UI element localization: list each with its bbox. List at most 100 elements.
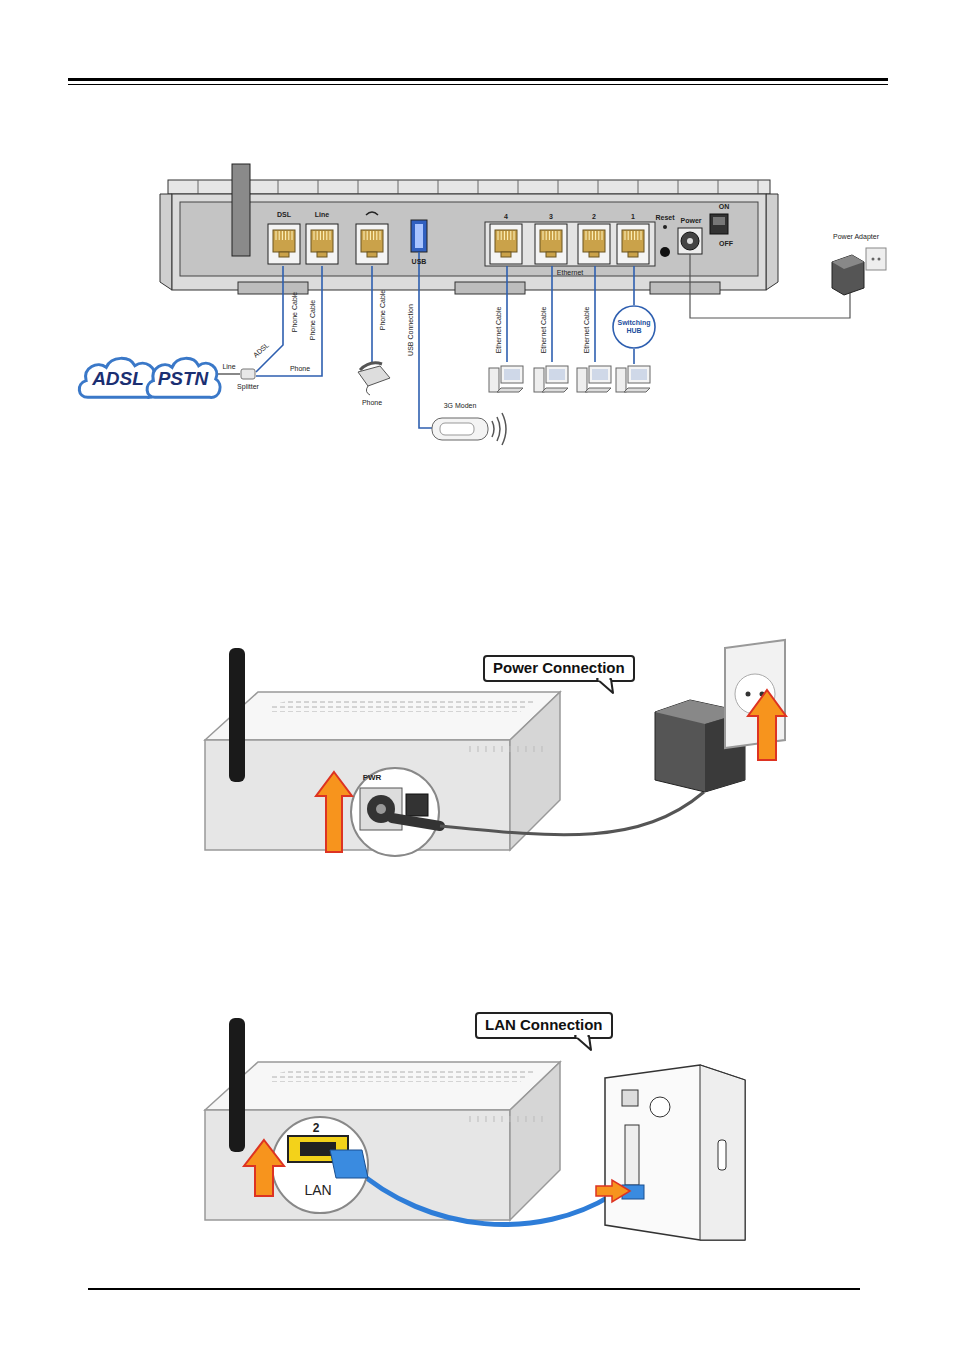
port-pin	[543, 231, 544, 240]
router-vent	[502, 746, 503, 752]
port-pin	[641, 231, 642, 240]
callout-pointer	[597, 680, 615, 695]
rj-port	[617, 224, 649, 264]
part-label: Reset	[655, 214, 674, 221]
router-vent	[510, 1116, 511, 1122]
port-pin	[507, 231, 508, 240]
port-pin	[631, 231, 632, 240]
port-pin	[637, 231, 638, 240]
part-label: LAN	[304, 1183, 331, 1197]
port-pin	[314, 231, 315, 240]
port-pin	[586, 231, 587, 240]
part-label: Ethernet Cable	[583, 307, 590, 354]
rj-port	[306, 224, 338, 264]
rj-port	[490, 224, 522, 264]
router-vent	[486, 746, 487, 752]
part-label: ADSL	[252, 341, 270, 358]
router-side	[510, 692, 560, 850]
port-pin	[625, 231, 626, 240]
pc-keyboard	[624, 388, 650, 392]
power-cable	[690, 254, 850, 318]
part-label: 2	[592, 213, 596, 220]
port-latch	[279, 252, 289, 257]
port-pin	[330, 231, 331, 240]
callout-pointer	[598, 677, 609, 681]
rj-port	[268, 224, 300, 264]
part-label: Phone Cable	[309, 300, 316, 340]
port-pin	[598, 231, 599, 240]
port-pin	[498, 231, 499, 240]
port-pin	[376, 231, 377, 240]
node-text: Splitter	[237, 383, 259, 391]
pc-tower	[534, 368, 544, 392]
router-vent	[534, 746, 535, 752]
port-pin	[279, 231, 280, 240]
port-pin	[364, 231, 365, 240]
switching-hub: Switching HUB	[612, 305, 656, 349]
callout-box: LAN Connection	[475, 1012, 613, 1039]
node-text: ADSL	[92, 369, 144, 390]
port-pin	[595, 231, 596, 240]
rj-port-socket	[273, 230, 295, 252]
port-latch	[501, 252, 511, 257]
port-pin	[367, 231, 368, 240]
port-pin	[370, 231, 371, 240]
rj-port-socket	[540, 230, 562, 252]
router-vent	[542, 746, 543, 752]
part-label: Phone Cable	[379, 290, 386, 330]
cables	[256, 252, 634, 428]
port-pin	[628, 231, 629, 240]
port-latch	[546, 252, 556, 257]
part-label: DSL	[277, 211, 291, 218]
pc-tower	[489, 368, 499, 392]
port-pin	[504, 231, 505, 240]
router-rear-panel	[160, 164, 778, 294]
antenna	[229, 648, 245, 782]
part-label: Ethernet Cable	[540, 307, 547, 354]
port-pin	[549, 231, 550, 240]
router-vent	[494, 1116, 495, 1122]
pc-tower	[577, 368, 587, 392]
part-label: Phone Cable	[291, 292, 298, 332]
splitter-body	[240, 368, 256, 380]
part-label: 4	[504, 213, 508, 220]
part-label: 2	[313, 1122, 320, 1134]
3g-modem	[432, 413, 506, 445]
connector	[218, 374, 240, 375]
lan-connection-art	[244, 1065, 745, 1240]
part-label: 3	[549, 213, 553, 220]
port-pin	[602, 231, 603, 240]
router-vent	[502, 1116, 503, 1122]
rj-port	[356, 224, 388, 264]
power-adapter	[832, 248, 886, 295]
port-latch	[367, 252, 377, 257]
node-text: LAN Connection	[485, 1017, 603, 1034]
port-pin	[323, 231, 324, 240]
part-label: USB	[412, 258, 427, 265]
pc-tower	[616, 368, 626, 392]
node-text: PSTN	[158, 369, 209, 390]
network-cloud: PSTN	[144, 354, 222, 404]
router-side	[510, 1062, 560, 1220]
header-rule	[68, 78, 888, 81]
port-pin	[510, 231, 511, 240]
pc-monitor	[546, 366, 568, 383]
computers	[489, 366, 650, 392]
part-label: Line	[315, 211, 329, 218]
port-pin	[501, 231, 502, 240]
router-vent	[542, 1116, 543, 1122]
callout-pointer	[575, 1037, 593, 1052]
connector-line	[218, 373, 240, 374]
port-pin	[514, 231, 515, 240]
port-latch	[317, 252, 327, 257]
port-pin	[589, 231, 590, 240]
splitter: Splitter	[240, 368, 256, 380]
splitter-body	[241, 369, 255, 379]
port-pin	[320, 231, 321, 240]
part-label: 3G Moden	[444, 402, 477, 409]
pc-screen	[631, 369, 647, 380]
port-pin	[373, 231, 374, 240]
pc-monitor	[501, 366, 523, 383]
